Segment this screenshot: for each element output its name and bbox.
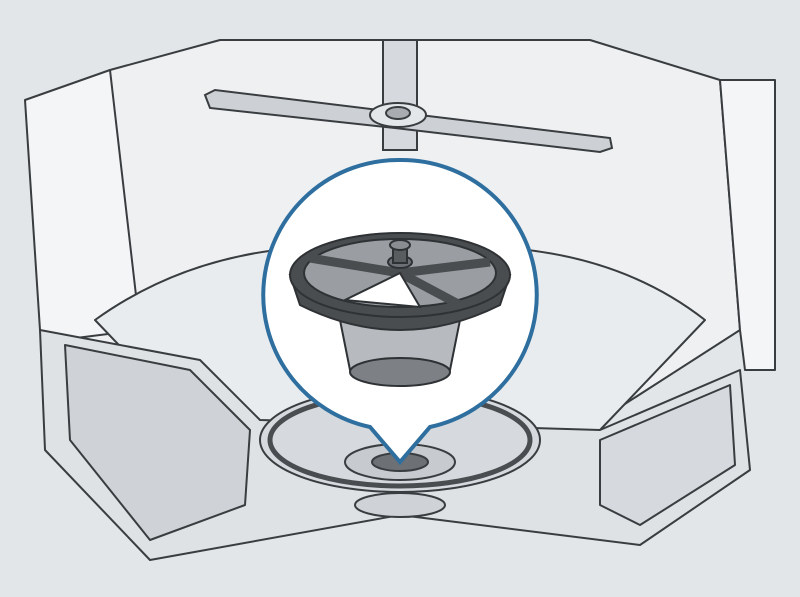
tub-base-shade — [64, 344, 251, 541]
filter-handle — [389, 239, 411, 251]
tub-base-shade-right — [599, 384, 736, 526]
filter-callout — [261, 157, 539, 466]
tub-left-wall — [24, 69, 141, 341]
lower-spray-arm — [203, 39, 614, 154]
filter — [288, 232, 512, 387]
tub-right-wall — [719, 79, 776, 371]
